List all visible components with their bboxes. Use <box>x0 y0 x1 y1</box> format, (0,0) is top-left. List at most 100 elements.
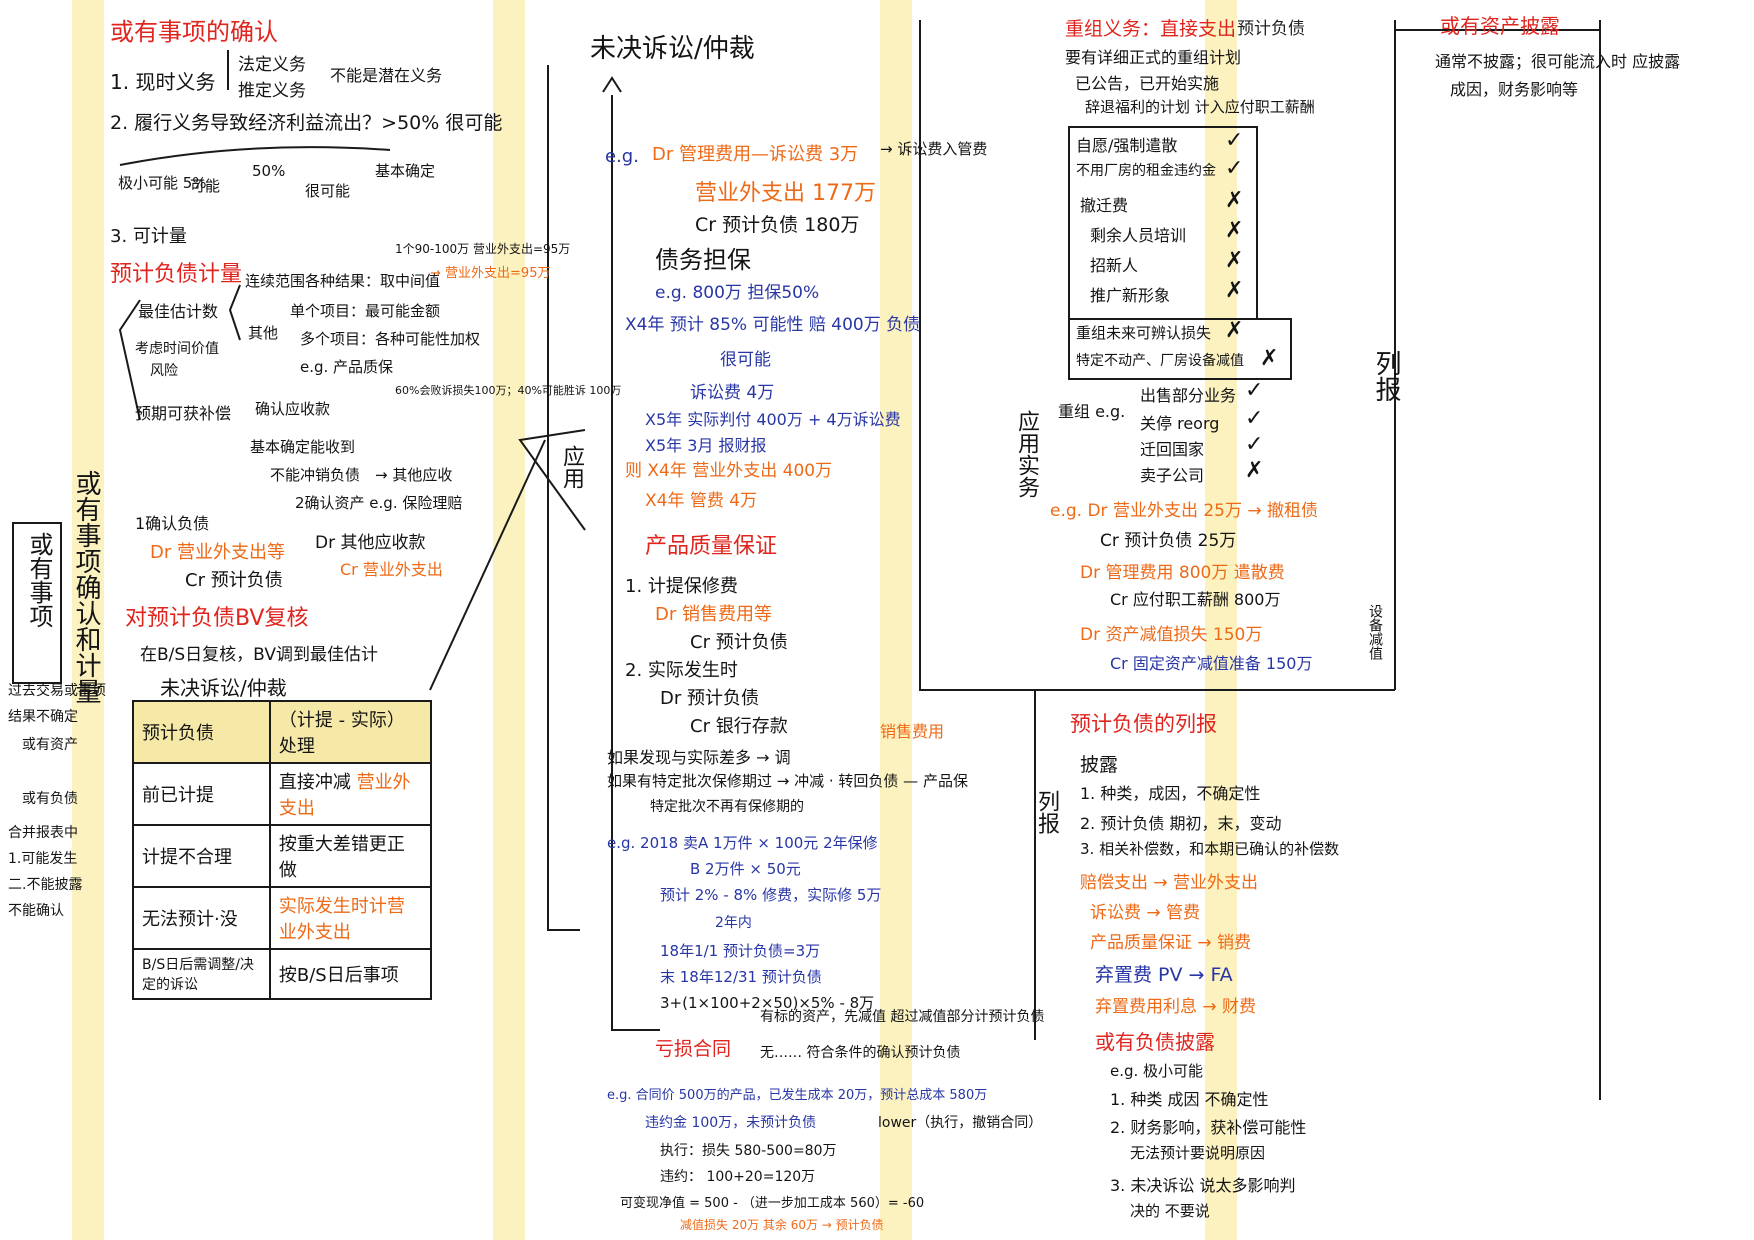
note-line: X5年 3月 报财报 <box>645 436 767 455</box>
note-line: X4年 预计 85% 可能性 赔 400万 负债 <box>625 315 921 335</box>
note-line: → 营业外支出=95万 <box>430 266 551 281</box>
table-row: 前已计提 直接冲减 营业外支出 <box>132 762 433 826</box>
section-vertical-label: 列报 <box>1034 790 1059 834</box>
section-title: 产品质量保证 <box>645 534 778 559</box>
table-cell: 按B/S日后事项 <box>268 948 433 1000</box>
cost-item: 自愿/强制遣散 <box>1076 136 1178 155</box>
left-note: 过去交易或事项 <box>8 683 106 699</box>
check-icon: ✓ <box>1225 128 1244 153</box>
note-line: 60%会败诉损失100万；40%可能胜诉 100万 <box>395 384 622 397</box>
journal-entry: e.g. Dr 营业外支出 25万 → 撤租债 <box>1050 501 1319 521</box>
note-line: X5年 实际判付 400万 + 4万诉讼费 <box>645 410 901 429</box>
restructure-item: 卖子公司 <box>1140 466 1205 485</box>
note-line: → 诉讼费入管费 <box>880 140 988 158</box>
note-line: 特定批次不再有保修期的 <box>650 799 804 815</box>
cross-icon: ✗ <box>1245 458 1264 483</box>
journal-entry: Dr 销售费用等 <box>655 604 772 625</box>
cost-item: 招新人 <box>1090 256 1139 275</box>
note-line: 在B/S日复核，BV调到最佳估计 <box>140 645 378 665</box>
note-line: B 2万件 × 50元 <box>690 860 801 878</box>
cost-item: 不用厂房的租金违约金 <box>1076 163 1216 179</box>
left-note: 合并报表中 <box>8 825 78 841</box>
note-line: 很可能 <box>720 350 771 370</box>
note-line: 确认应收款 <box>255 400 331 418</box>
table-cell: 前已计提 <box>132 762 271 826</box>
section-vertical-title: 或有事项确认和计量 <box>71 470 101 704</box>
table-cell: 实际发生时计营业外支出 <box>268 886 433 950</box>
scale-label: 50% <box>252 162 286 180</box>
note-line: 1. 种类 成因 不确定性 <box>1110 1090 1269 1109</box>
note-line: 辞退福利的计划 计入应付职工薪酬 <box>1085 98 1315 116</box>
section-title: 或有资产披露 <box>1440 14 1560 38</box>
note-line: 弃置费 PV → FA <box>1095 964 1233 986</box>
cost-item: 撤迁费 <box>1080 196 1129 215</box>
note-line: 违约： 100+20=120万 <box>660 1169 816 1185</box>
journal-entry: Cr 预计负债 25万 <box>1100 531 1237 551</box>
note-line: 3. 相关补偿数，和本期已确认的补偿数 <box>1080 840 1340 858</box>
highlight-stripe <box>880 0 912 1240</box>
note-line: 1. 种类，成因，不确定性 <box>1080 784 1261 803</box>
journal-entry: Dr 其他应收款 <box>315 533 426 553</box>
restructure-item: 迁回国家 <box>1140 440 1205 459</box>
restructure-item: 关停 reorg <box>1140 414 1220 433</box>
note-line: 3. 未决诉讼 说太多影响判 <box>1110 1176 1296 1195</box>
note-line: 成因，财务影响等 <box>1450 80 1579 99</box>
note-line: e.g. 800万 担保50% <box>655 283 820 303</box>
note-line: 如果有特定批次保修期过 → 冲减 · 转回负债 — 产品保 <box>607 772 968 790</box>
note-line: 违约金 100万，未预计负债 <box>645 1115 817 1131</box>
journal-entry: Dr 管理费用—诉讼费 3万 <box>652 144 859 165</box>
table-cell: 直接冲减 营业外支出 <box>268 762 433 826</box>
note-line: 预计 2% - 8% 修费，实际修 5万 <box>660 886 882 904</box>
note-line: 减值损失 20万 其余 60万 → 预计负债 <box>680 1218 884 1232</box>
scale-label: 可能 <box>190 177 221 195</box>
note-line: 可变现净值 = 500 - （进一步加工成本 560）= -60 <box>620 1196 925 1211</box>
section-vertical-label: 列报 <box>1371 350 1401 402</box>
cost-item: 特定不动产、厂房设备减值 <box>1076 353 1244 369</box>
note-line: 产品质量保证 → 销费 <box>1090 933 1252 953</box>
note-line: 无…… 符合条件的确认预计负债 <box>760 1045 961 1061</box>
journal-entry: Cr 固定资产减值准备 150万 <box>1110 654 1313 673</box>
table-title: 未决诉讼/仲裁 <box>160 676 287 700</box>
table-row: B/S日后需调整/决定的诉讼 按B/S日后事项 <box>132 948 433 1000</box>
page-header-title: 预计负债 <box>1237 19 1305 38</box>
section-vertical-label: 应用 <box>559 445 584 489</box>
note-line: 已公告，已开始实施 <box>1075 74 1220 93</box>
cost-item: 剩余人员培训 <box>1090 226 1187 245</box>
left-note: 结果不确定 <box>8 709 78 725</box>
table-cell: 按重大差错更正做 <box>268 824 433 888</box>
note-line: 推定义务 <box>238 81 306 101</box>
note-line: 披露 <box>1080 754 1119 776</box>
note-line: 诉讼费 → 管费 <box>1090 903 1201 923</box>
note-line: 末 18年12/31 预计负债 <box>660 968 822 986</box>
note-line: 赔偿支出 → 营业外支出 <box>1080 873 1259 893</box>
journal-entry: Dr 预计负债 <box>660 688 759 709</box>
cross-icon: ✗ <box>1225 218 1244 243</box>
check-icon: ✓ <box>1245 432 1264 457</box>
note-line: e.g. <box>605 146 639 167</box>
journal-entry: Cr 营业外支出 <box>340 560 443 579</box>
note-line: 决的 不要说 <box>1130 1202 1210 1220</box>
section-title: 未决诉讼/仲裁 <box>590 34 755 64</box>
left-note: 不能确认 <box>8 903 64 919</box>
note-line: 风险 <box>150 363 178 379</box>
note-line: 1. 现时义务 <box>110 70 216 94</box>
note-line: e.g. 产品质保 <box>300 358 394 376</box>
cost-item: 推广新形象 <box>1090 286 1171 305</box>
journal-entry: 营业外支出 177万 <box>695 181 876 206</box>
note-line: 诉讼费 4万 <box>690 383 775 403</box>
note-line: 其他 <box>248 324 279 342</box>
left-note: 或有资产 <box>22 737 78 753</box>
journal-entry: Cr 预计负债 180万 <box>695 214 860 236</box>
table-header-cell: （计提 - 实际）处理 <box>268 700 433 764</box>
note-line: 1确认负债 <box>135 514 210 533</box>
table-cell: 计提不合理 <box>132 824 271 888</box>
table-header-cell: 预计负债 <box>132 700 271 764</box>
contingency-title: 或有事项 <box>25 532 53 628</box>
restructure-exclusion-box <box>1068 318 1292 380</box>
section-title: 重组义务：直接支出 <box>1065 18 1237 40</box>
note-line: 2. 预计负债 期初，末，变动 <box>1080 814 1282 833</box>
cross-icon: ✗ <box>1225 318 1244 343</box>
note-line: lower（执行，撤销合同） <box>878 1115 1043 1131</box>
